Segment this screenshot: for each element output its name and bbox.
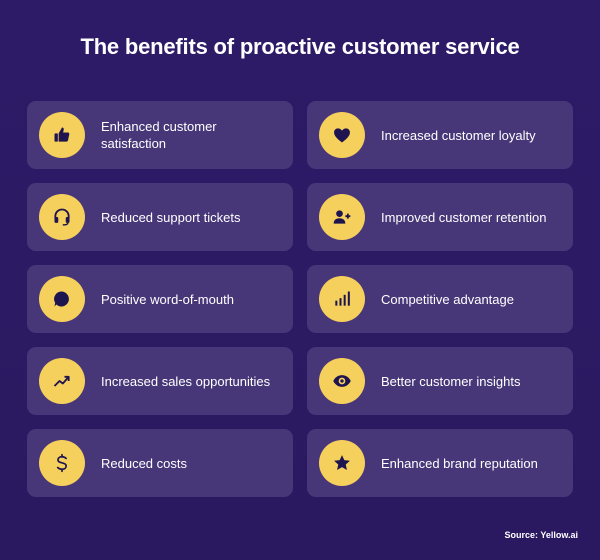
benefit-card: Reduced support tickets [27,183,293,251]
thumbs-up-icon [54,127,70,142]
benefit-card: Competitive advantage [307,265,573,333]
benefit-label: Increased customer loyalty [381,127,536,143]
benefit-card: Positive word-of-mouth [27,265,293,333]
benefit-label: Enhanced brand reputation [381,455,538,471]
eye-icon [333,375,351,387]
speech-bubble-icon [54,291,69,307]
benefit-label: Enhanced customer satisfaction [101,119,217,151]
benefit-label: Competitive advantage [381,291,514,307]
benefit-card: Increased customer loyalty [307,101,573,169]
benefit-card: Enhanced brand reputation [307,429,573,497]
trend-up-icon [53,375,70,387]
star-icon [334,455,350,470]
benefit-label: Improved customer retention [381,209,547,225]
benefit-label: Positive word-of-mouth [101,291,234,307]
dollar-icon [56,453,68,473]
bar-chart-icon [335,291,350,306]
headset-icon [54,208,70,226]
benefit-card: Improved customer retention [307,183,573,251]
benefit-label: Reduced costs [101,455,187,471]
benefits-grid: Enhanced customer satisfaction Increased… [27,101,573,497]
benefit-card: Enhanced customer satisfaction [27,101,293,169]
benefit-label: Better customer insights [381,373,521,389]
source-credit: Source: Yellow.ai [504,530,578,540]
benefit-label: Increased sales opportunities [101,373,271,389]
add-user-icon [333,210,351,224]
benefit-card: Increased sales opportunities [27,347,293,415]
heart-icon [334,128,350,143]
benefit-label: Reduced support tickets [101,209,241,225]
benefit-card: Reduced costs [27,429,293,497]
benefit-card: Better customer insights [307,347,573,415]
page-title: The benefits of proactive customer servi… [80,34,520,59]
